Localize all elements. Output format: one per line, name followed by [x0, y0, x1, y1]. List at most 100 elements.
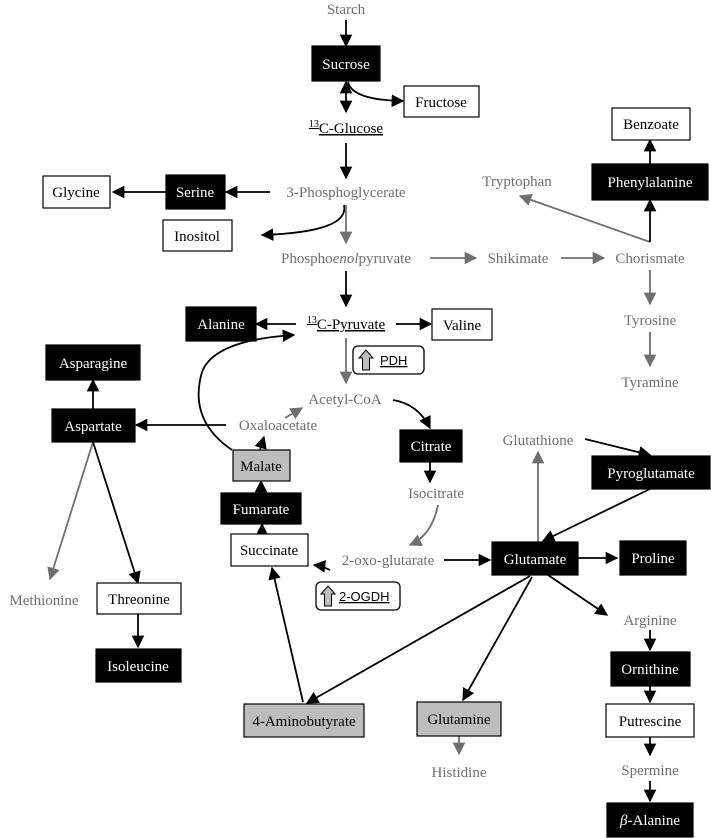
arrow-glutathione-pyroglutamate [584, 438, 652, 459]
label-threonine: Threonine [108, 592, 170, 608]
label-beta-alanine: β-Alanine [619, 813, 680, 829]
pep-part-1: Phospho [281, 251, 333, 267]
node-serine: Serine [165, 174, 226, 210]
node-isocitrate: Isocitrate [408, 486, 464, 502]
arrow-isocitrate-oxoglutarate [408, 504, 439, 547]
node-shikimate: Shikimate [488, 251, 549, 267]
node-valine: Valine [431, 308, 493, 341]
node-pyruvate: 13C-Pyruvate [307, 315, 386, 333]
node-glutamine: Glutamine [416, 701, 502, 737]
node-pyroglutamate: Pyroglutamate [591, 455, 711, 490]
arrow-pyroglutamate-glutamate [541, 488, 651, 542]
arrow-oxoglutarate-succinate [312, 560, 331, 573]
glucose-name: C-Glucose [319, 121, 383, 137]
pathway-arrows [47, 20, 657, 803]
arrow-glutamate-glutamine [462, 576, 533, 702]
arrow-chorismate-tryptophan [518, 193, 651, 243]
label-aspartate: Aspartate [64, 419, 122, 435]
label-alanine: Alanine [197, 317, 245, 333]
node-beta-alanine: β-Alanine [606, 802, 694, 838]
label-phenylalanine: Phenylalanine [608, 175, 693, 191]
pep-part-3: pyruvate [359, 251, 412, 267]
node-citrate: Citrate [399, 429, 463, 463]
node-inositol: Inositol [162, 219, 233, 252]
node-threonine: Threonine [96, 582, 182, 615]
arrow-malate-oxaloacetate [254, 435, 267, 451]
label-citrate: Citrate [411, 439, 452, 455]
node-alanine: Alanine [185, 306, 257, 342]
label-serine: Serine [176, 185, 215, 201]
node-ornithine: Ornithine [610, 651, 691, 687]
node-tyramine: Tyramine [621, 375, 679, 391]
node-starch: Starch [327, 2, 366, 18]
node-phenylalanine: Phenylalanine [591, 163, 709, 201]
label-glutamate: Glutamate [504, 552, 567, 568]
label-pyroglutamate: Pyroglutamate [607, 466, 695, 482]
pyruvate-isotope: 13 [307, 315, 317, 326]
label-fumarate: Fumarate [233, 502, 290, 518]
node-chorismate: Chorismate [615, 251, 684, 267]
label-aminobutyrate: 4-Aminobutyrate [252, 714, 356, 730]
node-malate: Malate [232, 449, 291, 482]
label-ornithine: Ornithine [621, 662, 679, 678]
label-proline: Proline [631, 551, 675, 567]
node-oxoglutarate: 2-oxo-glutarate [342, 553, 435, 569]
node-fumarate: Fumarate [220, 492, 302, 525]
label-isoleucine: Isoleucine [107, 659, 169, 675]
node-asparagine: Asparagine [45, 344, 141, 381]
enzyme-badge-pdh: PDH [352, 345, 425, 375]
arrow-oxaloacetate-acetylcoa [284, 407, 304, 420]
node-spermine: Spermine [621, 763, 679, 779]
node-glutathione: Glutathione [503, 433, 574, 449]
node-benzoate: Benzoate [611, 107, 691, 141]
arrow-glutamate-arginine [547, 574, 609, 616]
label-malate: Malate [240, 459, 282, 475]
node-proline: Proline [619, 540, 687, 576]
label-valine: Valine [443, 318, 482, 334]
label-benzoate: Benzoate [623, 117, 679, 133]
node-glutamate: Glutamate [491, 541, 579, 576]
node-acetylcoa: Acetyl-CoA [308, 392, 381, 408]
node-putrescine: Putrescine [605, 703, 695, 738]
label-sucrose: Sucrose [322, 57, 370, 73]
pyruvate-name: C-Pyruvate [317, 317, 386, 333]
label-fructose: Fructose [415, 95, 467, 111]
node-phosphoglycerate: 3-Phosphoglycerate [286, 185, 405, 201]
node-sucrose: Sucrose [311, 45, 381, 82]
node-aminobutyrate: 4-Aminobutyrate [243, 703, 365, 738]
node-tryptophan: Tryptophan [482, 174, 552, 190]
node-arginine: Arginine [623, 613, 676, 629]
label-asparagine: Asparagine [59, 356, 128, 372]
node-succinate: Succinate [230, 533, 309, 567]
arrow-acetylcoa-citrate [392, 399, 431, 430]
beta-symbol: β [619, 813, 628, 829]
node-glucose: 13C-Glucose [309, 119, 383, 137]
up-arrow-icon [319, 585, 337, 607]
beta-alanine-name: -Alanine [628, 813, 681, 829]
pep-part-2: enol [333, 251, 359, 267]
enzyme-badge-2-ogdh: 2-OGDH [315, 581, 401, 611]
arrow-aspartate-methionine [47, 441, 94, 581]
node-aspartate: Aspartate [51, 408, 136, 443]
node-tyrosine: Tyrosine [624, 313, 677, 329]
node-glycine: Glycine [42, 175, 111, 209]
up-arrow-icon [357, 349, 375, 371]
label-glutamine: Glutamine [427, 712, 491, 728]
arrow-aminobutyrate-succinate [268, 566, 304, 703]
node-methionine: Methionine [9, 593, 78, 609]
node-oxaloacetate: Oxaloacetate [239, 418, 318, 434]
enzyme-label-2-ogdh: 2-OGDH [339, 589, 390, 604]
arrow-sucrose-fructose [347, 81, 405, 108]
label-inositol: Inositol [174, 229, 220, 245]
arrow-aspartate-threonine [92, 441, 141, 585]
node-histidine: Histidine [432, 765, 487, 781]
label-glycine: Glycine [52, 185, 100, 201]
label-putrescine: Putrescine [619, 714, 682, 730]
node-fructose: Fructose [403, 85, 480, 118]
metabolite-nodes: Starch Sucrose Fructose 13C-Glucose Glyc… [9, 2, 711, 838]
node-isoleucine: Isoleucine [95, 648, 182, 683]
node-phosphoenolpyruvate: Phosphoenolpyruvate [281, 251, 411, 267]
arrow-phosphoglycerate-inositol [260, 204, 346, 241]
enzyme-label-pdh: PDH [380, 353, 407, 368]
